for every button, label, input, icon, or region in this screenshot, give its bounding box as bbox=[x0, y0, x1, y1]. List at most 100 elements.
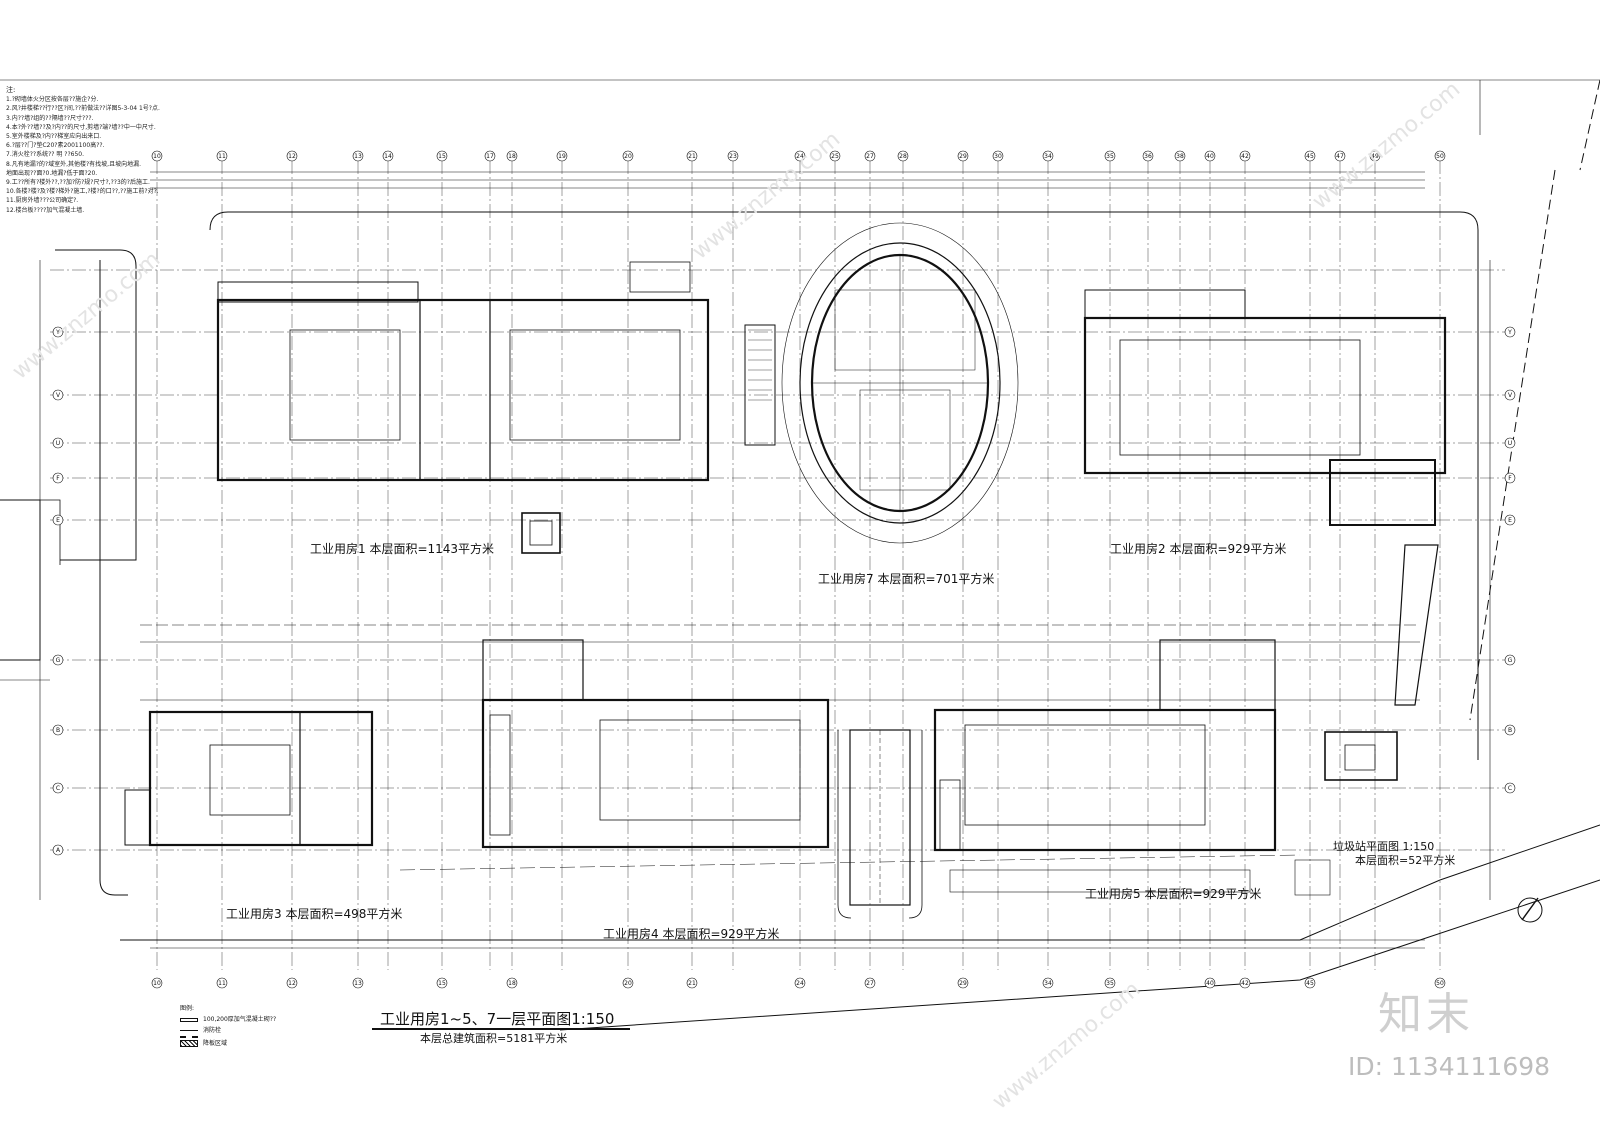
grid-bubble-top: 10 bbox=[151, 150, 163, 162]
building-5-label: 工业用房5 本层面积=929平方米 bbox=[1085, 887, 1262, 901]
svg-text:24: 24 bbox=[796, 153, 804, 160]
legend: 图例: 100,200厚加气混凝土砌?? 消防栓 降板区域 bbox=[180, 1003, 276, 1049]
svg-text:28: 28 bbox=[899, 153, 907, 160]
svg-text:13: 13 bbox=[354, 980, 362, 987]
legend-row: 100,200厚加气混凝土砌?? bbox=[180, 1014, 276, 1025]
svg-text:F: F bbox=[56, 475, 60, 482]
svg-text:www.znzmo.com: www.znzmo.com bbox=[688, 127, 845, 265]
svg-text:C: C bbox=[56, 785, 60, 792]
svg-text:34: 34 bbox=[1044, 153, 1052, 160]
building-1-outline bbox=[216, 298, 710, 482]
svg-text:10: 10 bbox=[153, 980, 161, 987]
svg-text:17: 17 bbox=[486, 153, 494, 160]
svg-text:U: U bbox=[56, 440, 60, 447]
svg-text:13: 13 bbox=[354, 153, 362, 160]
svg-text:36: 36 bbox=[1144, 153, 1152, 160]
svg-text:V: V bbox=[56, 392, 61, 399]
svg-text:47: 47 bbox=[1336, 153, 1344, 160]
note-item: 9.工??所有?楼外??,??加?防?规?尺寸?,??3的?后施工. bbox=[6, 179, 150, 187]
svg-text:40: 40 bbox=[1206, 153, 1214, 160]
svg-text:B: B bbox=[1508, 727, 1512, 734]
svg-text:21: 21 bbox=[688, 980, 696, 987]
svg-text:35: 35 bbox=[1106, 980, 1114, 987]
svg-text:E: E bbox=[1508, 517, 1512, 524]
svg-text:A: A bbox=[56, 847, 61, 854]
trash-station-outline bbox=[1324, 731, 1398, 781]
total-area: 本层总建筑面积=5181平方米 bbox=[420, 1032, 568, 1045]
svg-text:18: 18 bbox=[508, 153, 516, 160]
title-underline bbox=[372, 1028, 630, 1030]
svg-text:12: 12 bbox=[288, 980, 296, 987]
svg-text:29: 29 bbox=[959, 980, 967, 987]
legend-item-label: 100,200厚加气混凝土砌?? bbox=[203, 1016, 277, 1023]
notes-header: 注: bbox=[6, 86, 16, 94]
svg-text:F: F bbox=[1508, 475, 1512, 482]
watermark-id: ID: 1134111698 bbox=[1348, 1052, 1551, 1081]
svg-text:B: B bbox=[56, 727, 60, 734]
legend-row: 消防栓 bbox=[180, 1025, 276, 1036]
svg-text:15: 15 bbox=[438, 980, 446, 987]
building-3-outline bbox=[148, 710, 374, 847]
legend-item-label: 消防栓 bbox=[203, 1027, 222, 1034]
building-2-outline bbox=[1083, 316, 1447, 475]
svg-text:G: G bbox=[56, 657, 61, 664]
building-4-label: 工业用房4 本层面积=929平方米 bbox=[603, 927, 780, 941]
svg-text:11: 11 bbox=[218, 980, 226, 987]
svg-text:www.znzmo.com: www.znzmo.com bbox=[8, 247, 165, 385]
building-7-label: 工业用房7 本层面积=701平方米 bbox=[818, 572, 995, 586]
note-item: 5.室外楼梯及?内??梯室应向出来口. bbox=[6, 133, 102, 141]
note-item: 12.楼台板????加气混凝土墙. bbox=[6, 206, 85, 214]
svg-text:50: 50 bbox=[1436, 153, 1444, 160]
note-item: 地面出现??面?0.地漏?低于面?20. bbox=[6, 169, 98, 177]
svg-text:E: E bbox=[56, 517, 60, 524]
svg-text:15: 15 bbox=[438, 153, 446, 160]
drawing-title: 工业用房1~5、7一层平面图1:150 bbox=[380, 1010, 615, 1028]
note-item: 10.各楼?楼?及?楼?梯外?施工,?楼?的口??,??施工前?对?. bbox=[6, 188, 159, 196]
svg-text:G: G bbox=[1508, 657, 1513, 664]
svg-text:45: 45 bbox=[1306, 980, 1314, 987]
svg-text:Y: Y bbox=[1507, 329, 1512, 336]
note-item: 11.厨房外墙???公司确定?. bbox=[6, 197, 79, 205]
svg-text:Y: Y bbox=[55, 329, 60, 336]
note-item: 6.?层??门?垫C20?素2001100高??. bbox=[6, 142, 105, 150]
svg-text:34: 34 bbox=[1044, 980, 1052, 987]
legend-header: 图例: bbox=[180, 1005, 195, 1012]
note-item: 8.凡有地漏?的?域室外,其他楼?有找坡,且坡向地漏. bbox=[6, 160, 142, 168]
legend-swatch bbox=[180, 1017, 198, 1022]
svg-text:20: 20 bbox=[624, 153, 632, 160]
trash-station-area: 本层面积=52平方米 bbox=[1355, 854, 1456, 867]
building-3-label: 工业用房3 本层面积=498平方米 bbox=[226, 907, 403, 921]
svg-text:30: 30 bbox=[994, 153, 1002, 160]
svg-text:V: V bbox=[1508, 392, 1513, 399]
note-item: 7.消火栓??系统?? 明 ??650. bbox=[6, 151, 85, 159]
svg-text:14: 14 bbox=[384, 153, 392, 160]
svg-text:38: 38 bbox=[1176, 153, 1184, 160]
svg-text:24: 24 bbox=[796, 980, 804, 987]
note-item: 1.?砌墙体火分区按各层??施企?分. bbox=[6, 96, 99, 104]
legend-swatch bbox=[180, 1040, 198, 1047]
svg-text:23: 23 bbox=[729, 153, 737, 160]
note-item: 3.内??墙?组的??隔墙??尺寸???. bbox=[6, 114, 94, 122]
svg-text:C: C bbox=[1508, 785, 1512, 792]
legend-swatch bbox=[180, 1036, 198, 1038]
svg-text:10: 10 bbox=[153, 153, 161, 160]
trash-station-title: 垃圾站平面图 1:150 bbox=[1333, 840, 1435, 853]
svg-text:20: 20 bbox=[624, 980, 632, 987]
svg-text:18: 18 bbox=[508, 980, 516, 987]
svg-text:42: 42 bbox=[1241, 153, 1249, 160]
svg-text:42: 42 bbox=[1241, 980, 1249, 987]
watermark-logo: 知末 bbox=[1378, 989, 1474, 1040]
svg-text:49: 49 bbox=[1371, 153, 1379, 160]
svg-text:U: U bbox=[1508, 440, 1512, 447]
note-item: 4.本?外??墙??及?内??的尺寸,剪墙?端?墙??中一中尺寸. bbox=[6, 123, 156, 131]
svg-text:27: 27 bbox=[866, 153, 874, 160]
svg-text:40: 40 bbox=[1206, 980, 1214, 987]
svg-text:www.znzmo.com: www.znzmo.com bbox=[988, 977, 1145, 1115]
svg-text:45: 45 bbox=[1306, 153, 1314, 160]
drawing-notes: 注: 1.?砌墙体火分区按各层??施企?分. 2.风?井楼梯??行??区?间,?… bbox=[6, 86, 206, 215]
legend-item-label: 降板区域 bbox=[203, 1040, 228, 1047]
building-4-outline bbox=[481, 698, 830, 849]
building-1-label: 工业用房1 本层面积=1143平方米 bbox=[310, 542, 495, 556]
svg-text:35: 35 bbox=[1106, 153, 1114, 160]
